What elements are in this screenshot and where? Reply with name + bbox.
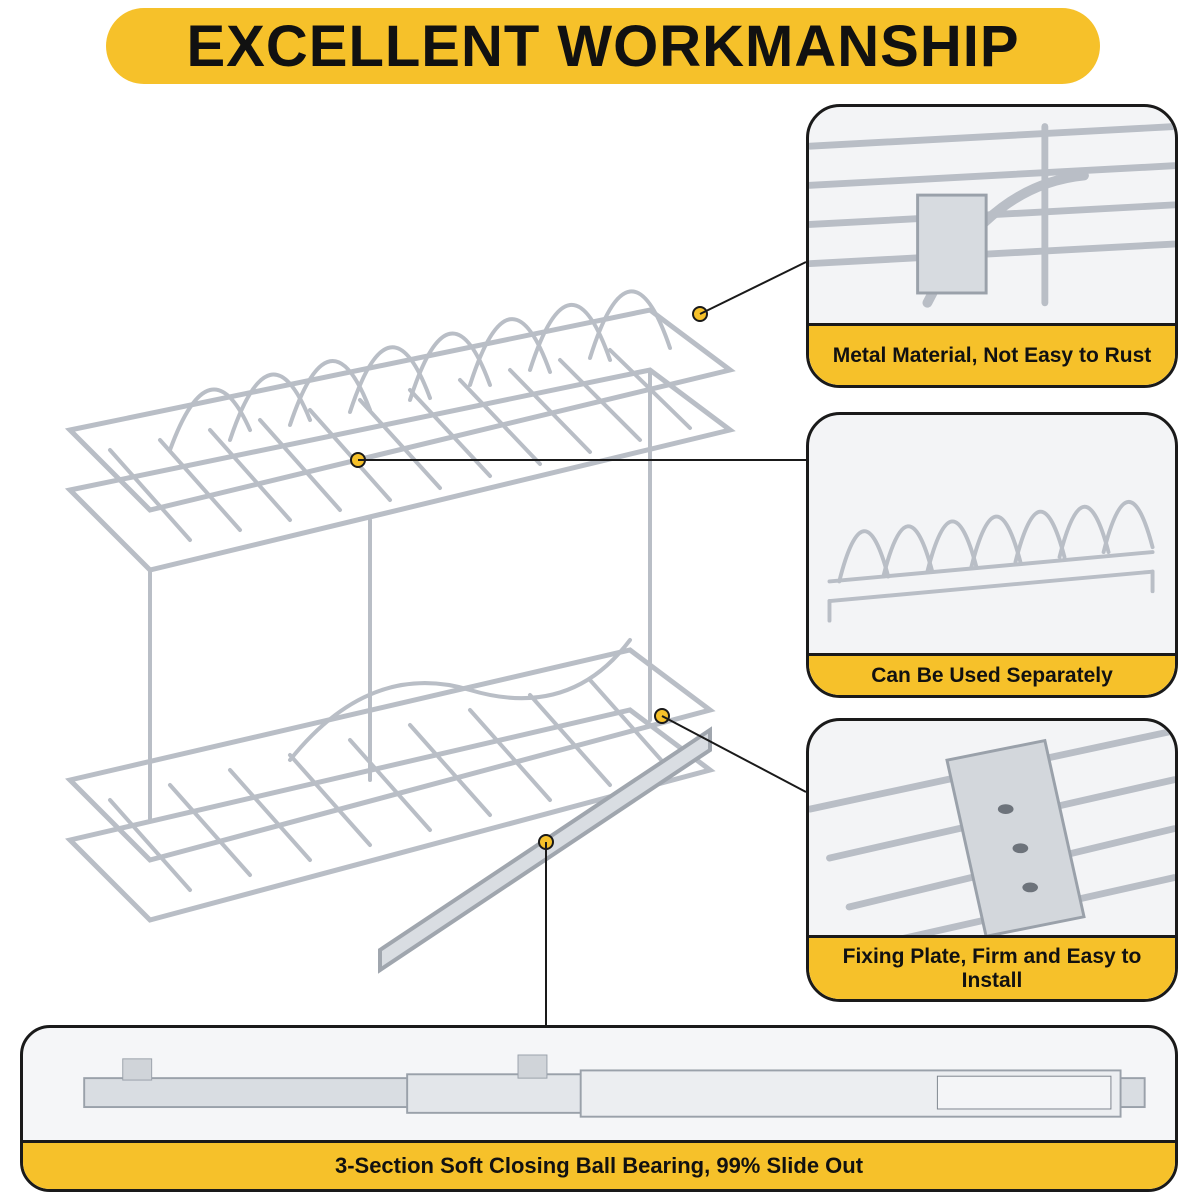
page-title: EXCELLENT WORKMANSHIP (186, 13, 1020, 79)
feature-label: Fixing Plate, Firm and Easy to Install (809, 935, 1175, 999)
feature-label: Can Be Used Separately (809, 653, 1175, 695)
feature-card-separate-use: Can Be Used Separately (806, 412, 1178, 698)
feature-card-fixing-plate: Fixing Plate, Firm and Easy to Install (806, 718, 1178, 1002)
feature-label: Metal Material, Not Easy to Rust (809, 323, 1175, 385)
two-tier-pull-out-rack-photo (64, 289, 736, 974)
ball-bearing-slide-photo (83, 1054, 1146, 1118)
feature-card-ball-bearing-slide: 3-Section Soft Closing Ball Bearing, 99%… (20, 1025, 1178, 1192)
plate-rack-photo (827, 500, 1155, 623)
feature-card-metal-material: Metal Material, Not Easy to Rust (806, 104, 1178, 388)
feature-label: 3-Section Soft Closing Ball Bearing, 99%… (23, 1140, 1175, 1189)
fixing-plate-closeup-photo (809, 727, 1175, 950)
title-banner: EXCELLENT WORKMANSHIP (106, 8, 1100, 84)
wire-basket-closeup-photo (809, 123, 1175, 308)
